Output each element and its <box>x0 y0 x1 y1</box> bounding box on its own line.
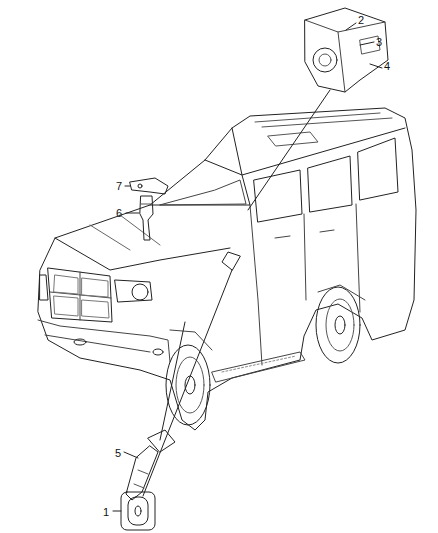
callout-number: 6 <box>116 207 122 219</box>
callout-number: 2 <box>358 14 364 26</box>
callout-number: 1 <box>103 506 109 518</box>
callout-number: 3 <box>376 36 382 48</box>
callout-number: 4 <box>384 60 390 72</box>
callout-number: 7 <box>116 180 122 192</box>
callout-number: 5 <box>115 447 121 459</box>
